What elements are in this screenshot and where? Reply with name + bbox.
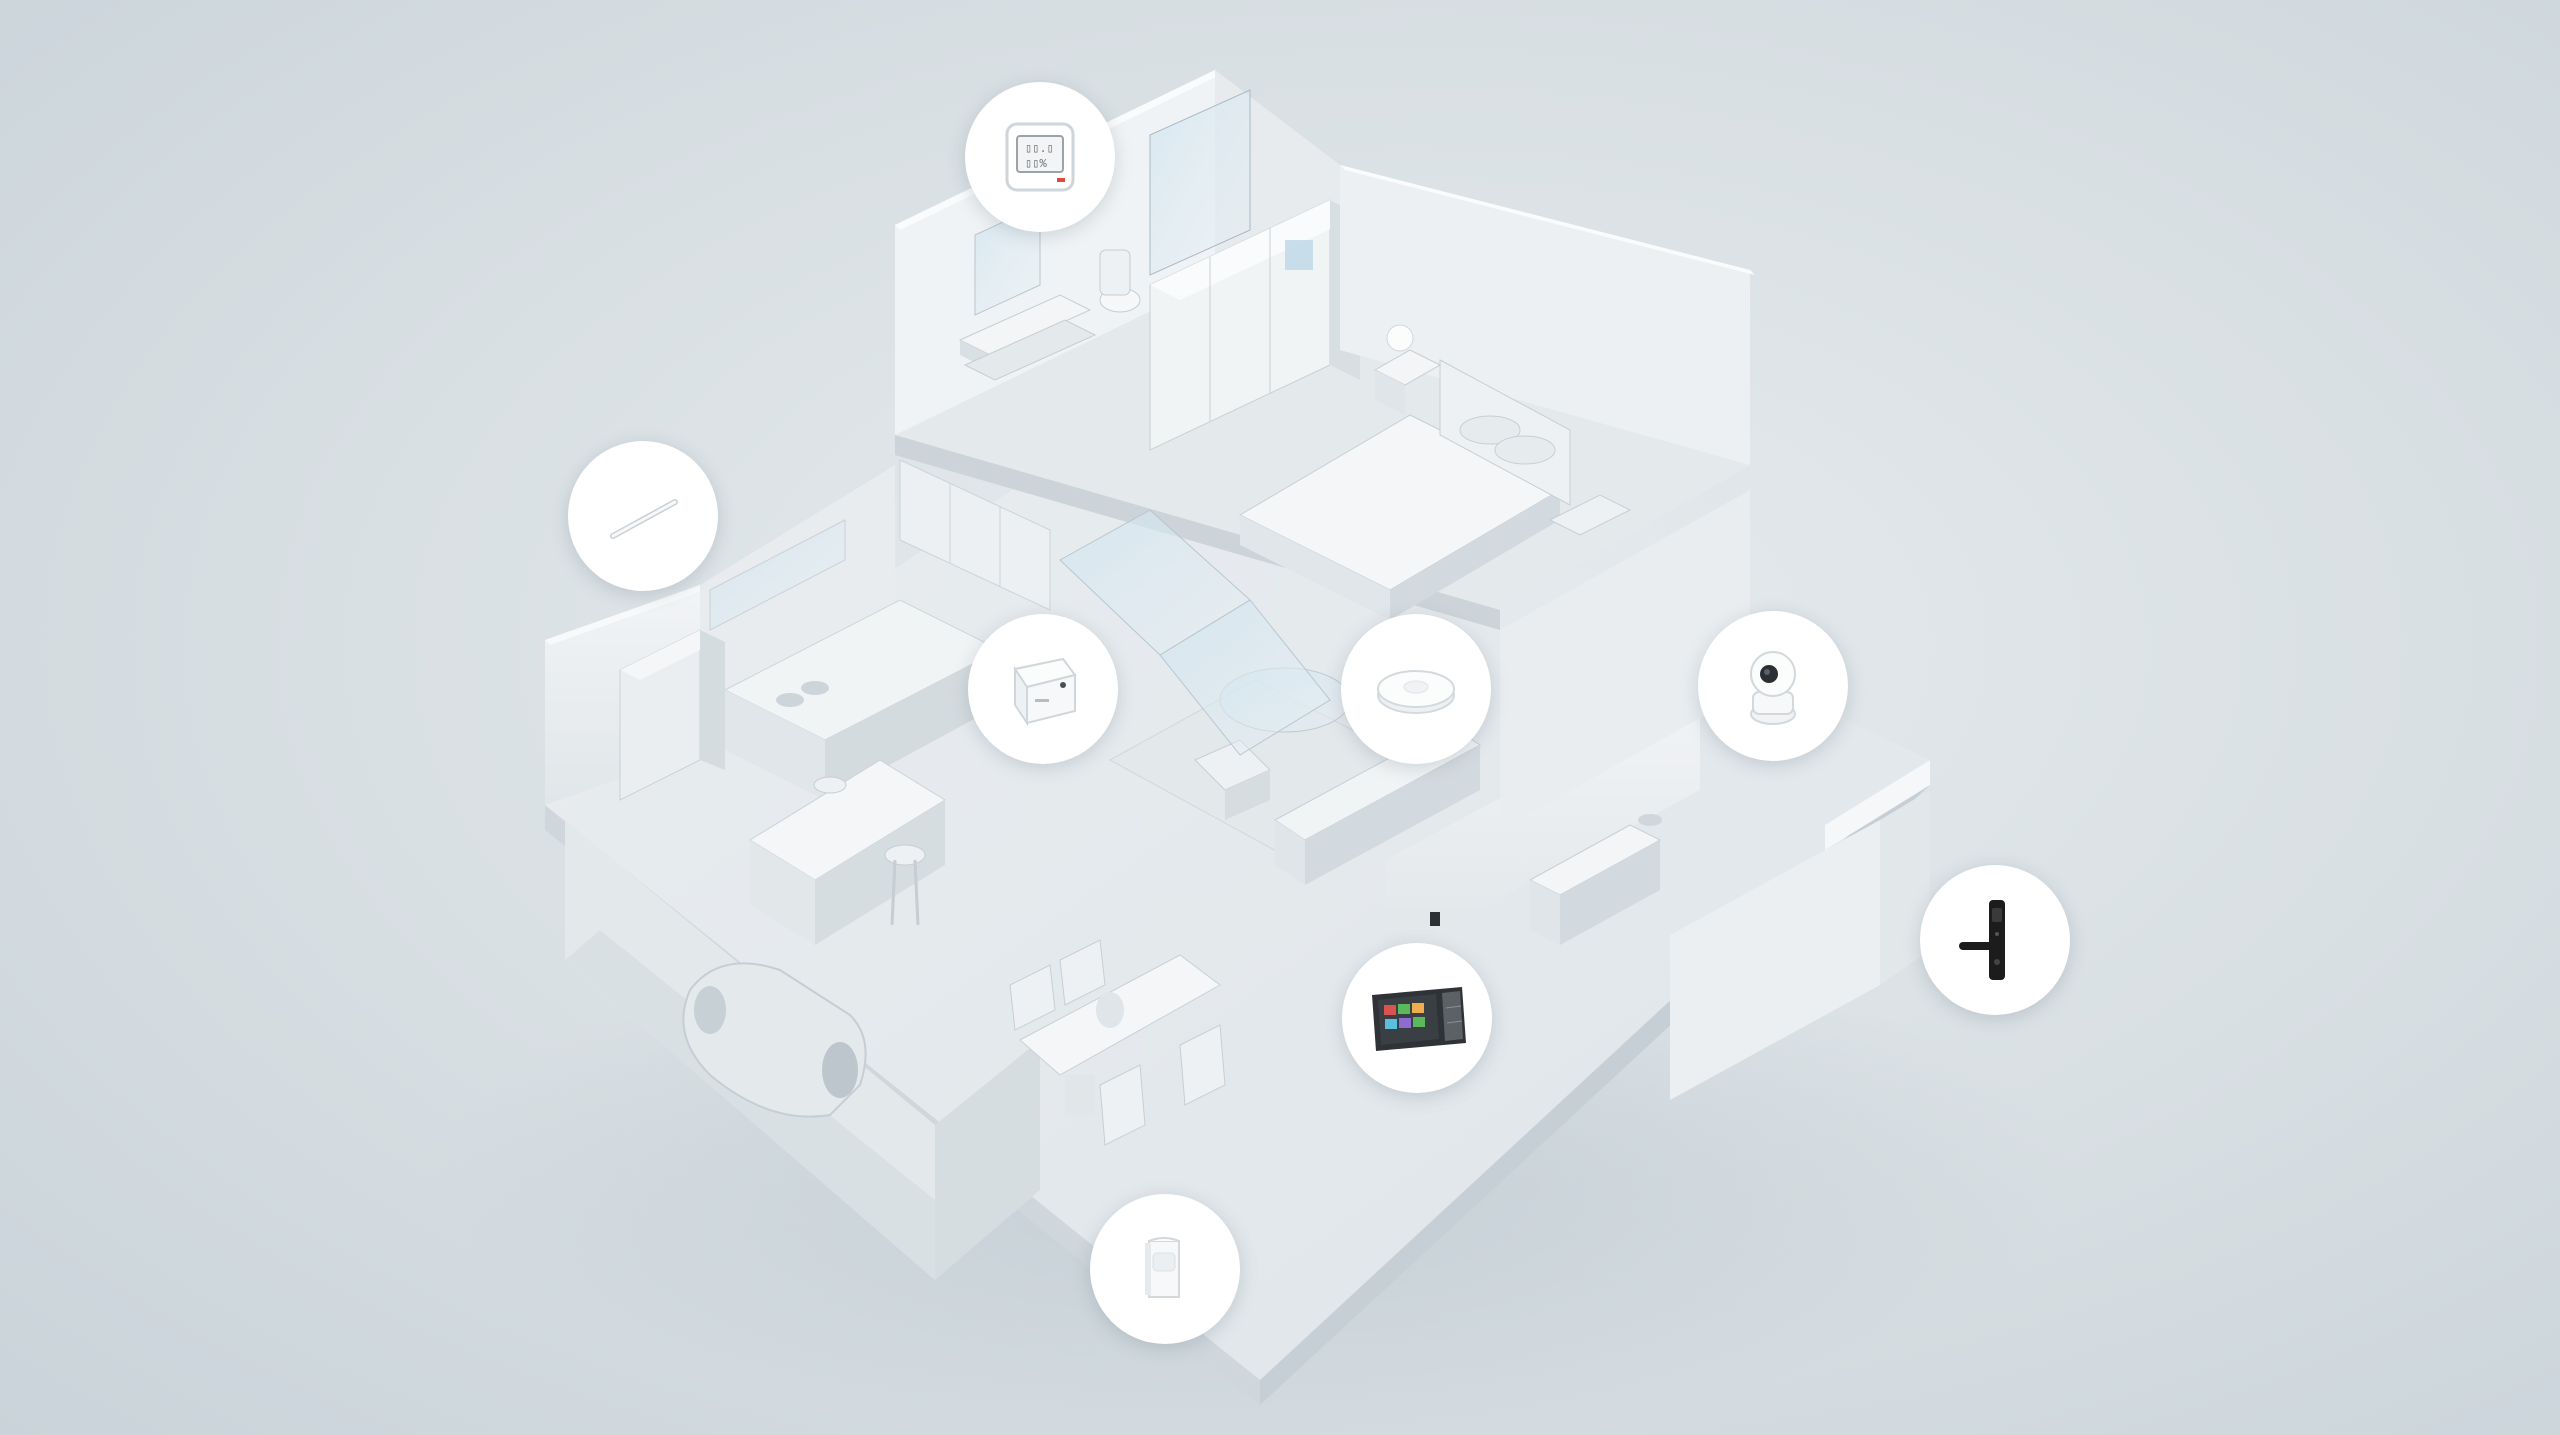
motion-sensor-callout[interactable]	[1090, 1194, 1240, 1344]
wall-switch	[1430, 912, 1440, 926]
light-strip-callout[interactable]	[568, 441, 718, 591]
garage-floor	[565, 930, 935, 1280]
temperature-humidity-sensor-icon: ▯▯.▯ ▯▯%	[1005, 122, 1075, 192]
svg-text:▯▯%: ▯▯%	[1025, 157, 1047, 171]
smart-door-lock-callout[interactable]	[1920, 865, 2070, 1015]
wardrobe-model	[1149, 199, 1360, 451]
kitchen-counter	[723, 599, 1002, 800]
stair-glass-panel	[1159, 599, 1331, 756]
living-right-wall	[1500, 490, 1750, 830]
nightstand-lamp	[1373, 324, 1442, 415]
ceiling-sensor-icon	[1377, 670, 1455, 714]
kitchen-island	[749, 759, 946, 945]
front-entry-wall	[1670, 820, 1880, 1100]
smart-hub-icon	[1013, 657, 1077, 727]
shower-glass	[1149, 89, 1251, 276]
smart-hub-callout[interactable]	[968, 614, 1118, 764]
entry-cabinet	[1528, 824, 1662, 945]
front-door	[1880, 790, 1930, 985]
smart-door-lock-icon	[1959, 900, 2005, 980]
right-outer-wall	[1825, 760, 1930, 850]
garage-front-face	[935, 1040, 1040, 1280]
armchair-model	[1194, 739, 1271, 820]
upper-cabinets	[899, 459, 1051, 611]
bedroom-bench	[1548, 494, 1632, 536]
car-model	[682, 962, 867, 1118]
security-camera-callout[interactable]	[1698, 611, 1848, 761]
bathroom-vanity	[958, 294, 1097, 381]
ceiling-presence-sensor-callout[interactable]	[1341, 614, 1491, 764]
svg-text:▯▯.▯: ▯▯.▯	[1025, 142, 1054, 156]
bedroom-right-wall-top	[1340, 165, 1755, 275]
bar-stools	[813, 776, 926, 926]
motion-sensor-icon	[1145, 1237, 1180, 1298]
left-outer-wall-top	[545, 585, 705, 645]
pan-tilt-camera-icon	[1750, 651, 1796, 725]
smart-control-panel-icon	[1372, 987, 1466, 1051]
toilet-model	[1099, 249, 1141, 313]
umbrella-stand	[1638, 814, 1662, 826]
dining-set	[1009, 939, 1226, 1146]
temperature-humidity-sensor-callout[interactable]: ▯▯.▯ ▯▯%	[965, 82, 1115, 232]
kitchen-window	[709, 519, 846, 631]
light-strip-icon	[610, 499, 678, 539]
fridge-model	[619, 629, 725, 801]
bed-model	[1238, 359, 1571, 620]
smart-control-panel-callout[interactable]	[1342, 943, 1492, 1093]
bedroom-right-wall	[1340, 165, 1750, 465]
